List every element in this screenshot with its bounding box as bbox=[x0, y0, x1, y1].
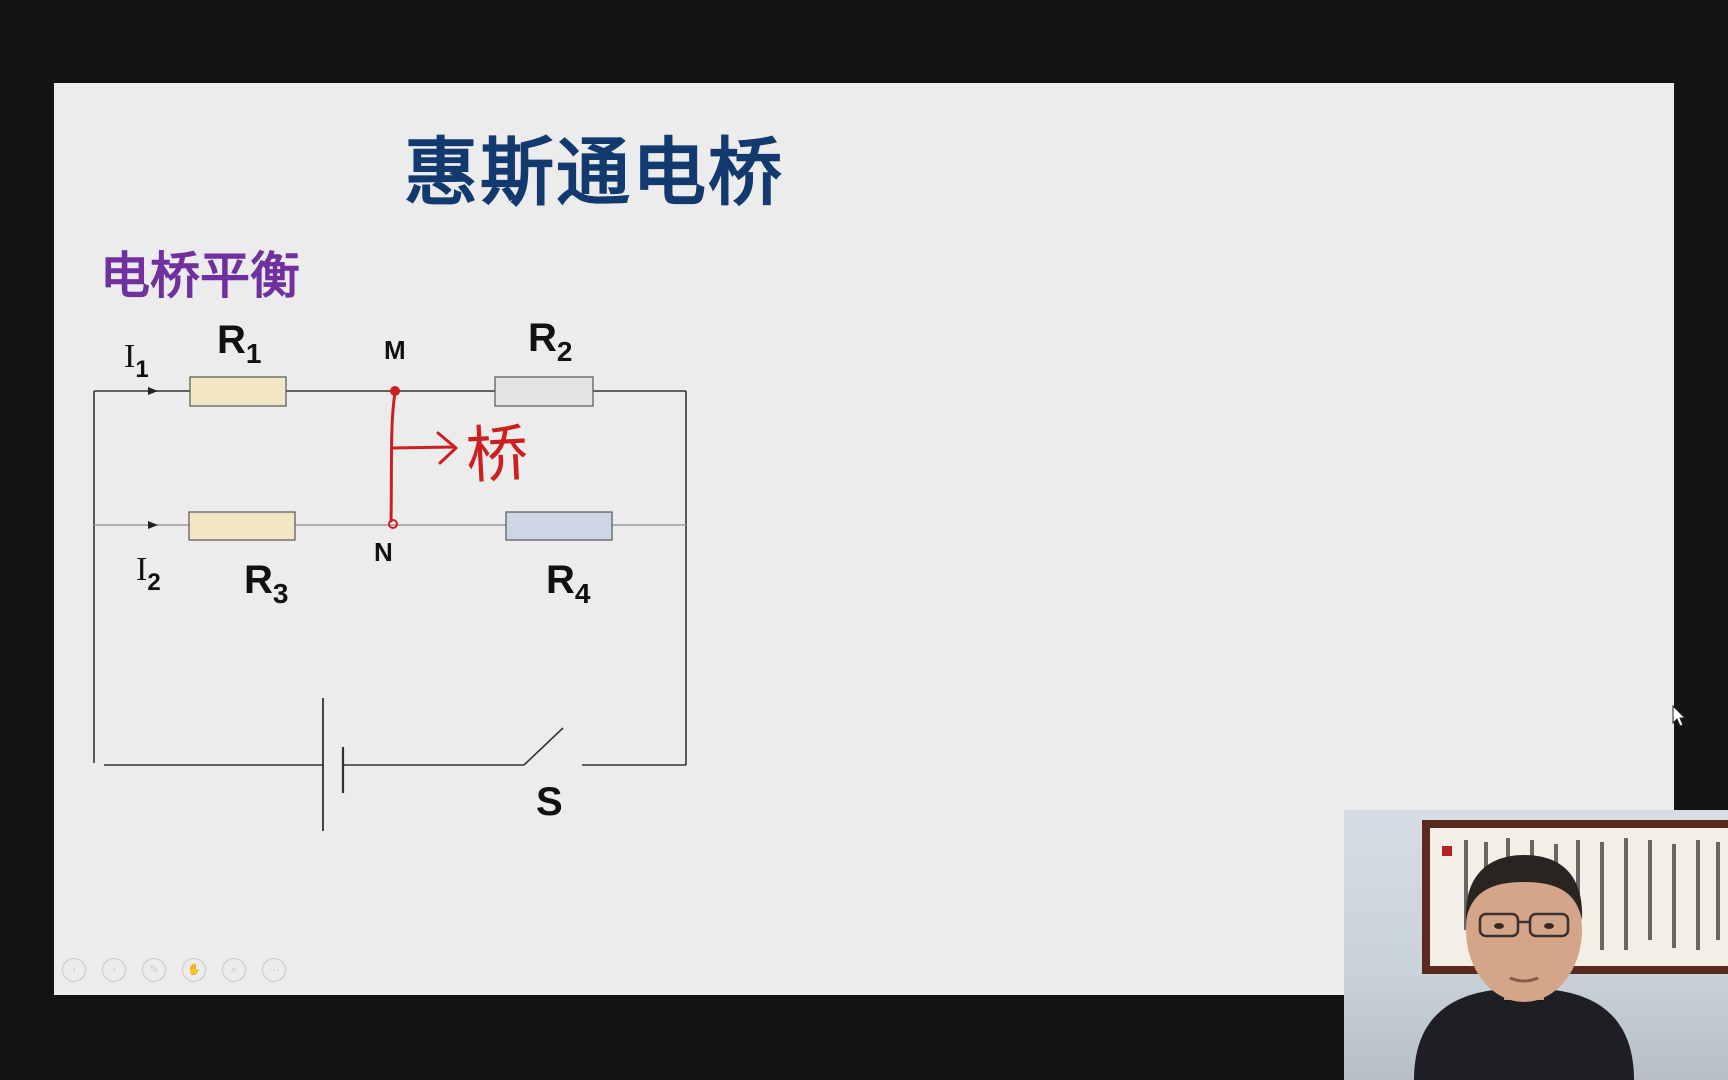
switch-lever bbox=[523, 727, 564, 766]
presentation-slide: 惠斯通电桥 电桥平衡 bbox=[54, 83, 1674, 995]
current-label-i1: I1 bbox=[124, 338, 149, 383]
slideshow-control-bar: ‹ › ✎ ✋ ⌕ ⋯ bbox=[62, 958, 286, 982]
annotation-dot-n bbox=[388, 519, 398, 529]
next-icon[interactable]: › bbox=[102, 958, 126, 982]
resistor-label-r2: R2 bbox=[528, 316, 572, 367]
circuit-wires bbox=[93, 390, 687, 766]
presenter-video-frame bbox=[1414, 820, 1728, 1080]
more-icon[interactable]: ⋯ bbox=[262, 958, 286, 982]
presenter-webcam bbox=[1344, 810, 1728, 1080]
mouse-cursor-icon bbox=[1672, 705, 1687, 727]
wheatstone-bridge-circuit: I1 I2 R1 R2 R3 R4 M N S 桥 bbox=[93, 316, 687, 831]
current-label-i2: I2 bbox=[136, 551, 161, 596]
resistor-label-r3: R3 bbox=[244, 558, 288, 609]
resistor-r3 bbox=[188, 511, 296, 541]
slide-subtitle: 电桥平衡 bbox=[100, 247, 300, 305]
annotation-note: 桥 bbox=[464, 416, 530, 492]
annotation-arrow bbox=[390, 431, 458, 465]
node-label-n: N bbox=[374, 537, 393, 567]
resistor-r2 bbox=[494, 376, 594, 407]
annotation-dot-m bbox=[390, 386, 400, 396]
resistor-label-r1: R1 bbox=[217, 318, 261, 369]
node-label-m: M bbox=[384, 335, 406, 365]
annotation-bridge-line bbox=[389, 391, 397, 523]
handwritten-bridge-annotation: 桥 bbox=[388, 386, 530, 529]
zoom-icon[interactable]: ⌕ bbox=[222, 958, 246, 982]
resistor-r1 bbox=[189, 376, 287, 407]
current-arrow-i2 bbox=[148, 521, 158, 529]
switch-label: S bbox=[536, 780, 563, 824]
resistor-r4 bbox=[505, 511, 613, 541]
current-arrow-i1 bbox=[148, 387, 158, 395]
hand-icon[interactable]: ✋ bbox=[182, 958, 206, 982]
slide-title: 惠斯通电桥 bbox=[404, 130, 784, 216]
previous-icon[interactable]: ‹ bbox=[62, 958, 86, 982]
resistor-label-r4: R4 bbox=[546, 558, 591, 609]
pen-icon[interactable]: ✎ bbox=[142, 958, 166, 982]
